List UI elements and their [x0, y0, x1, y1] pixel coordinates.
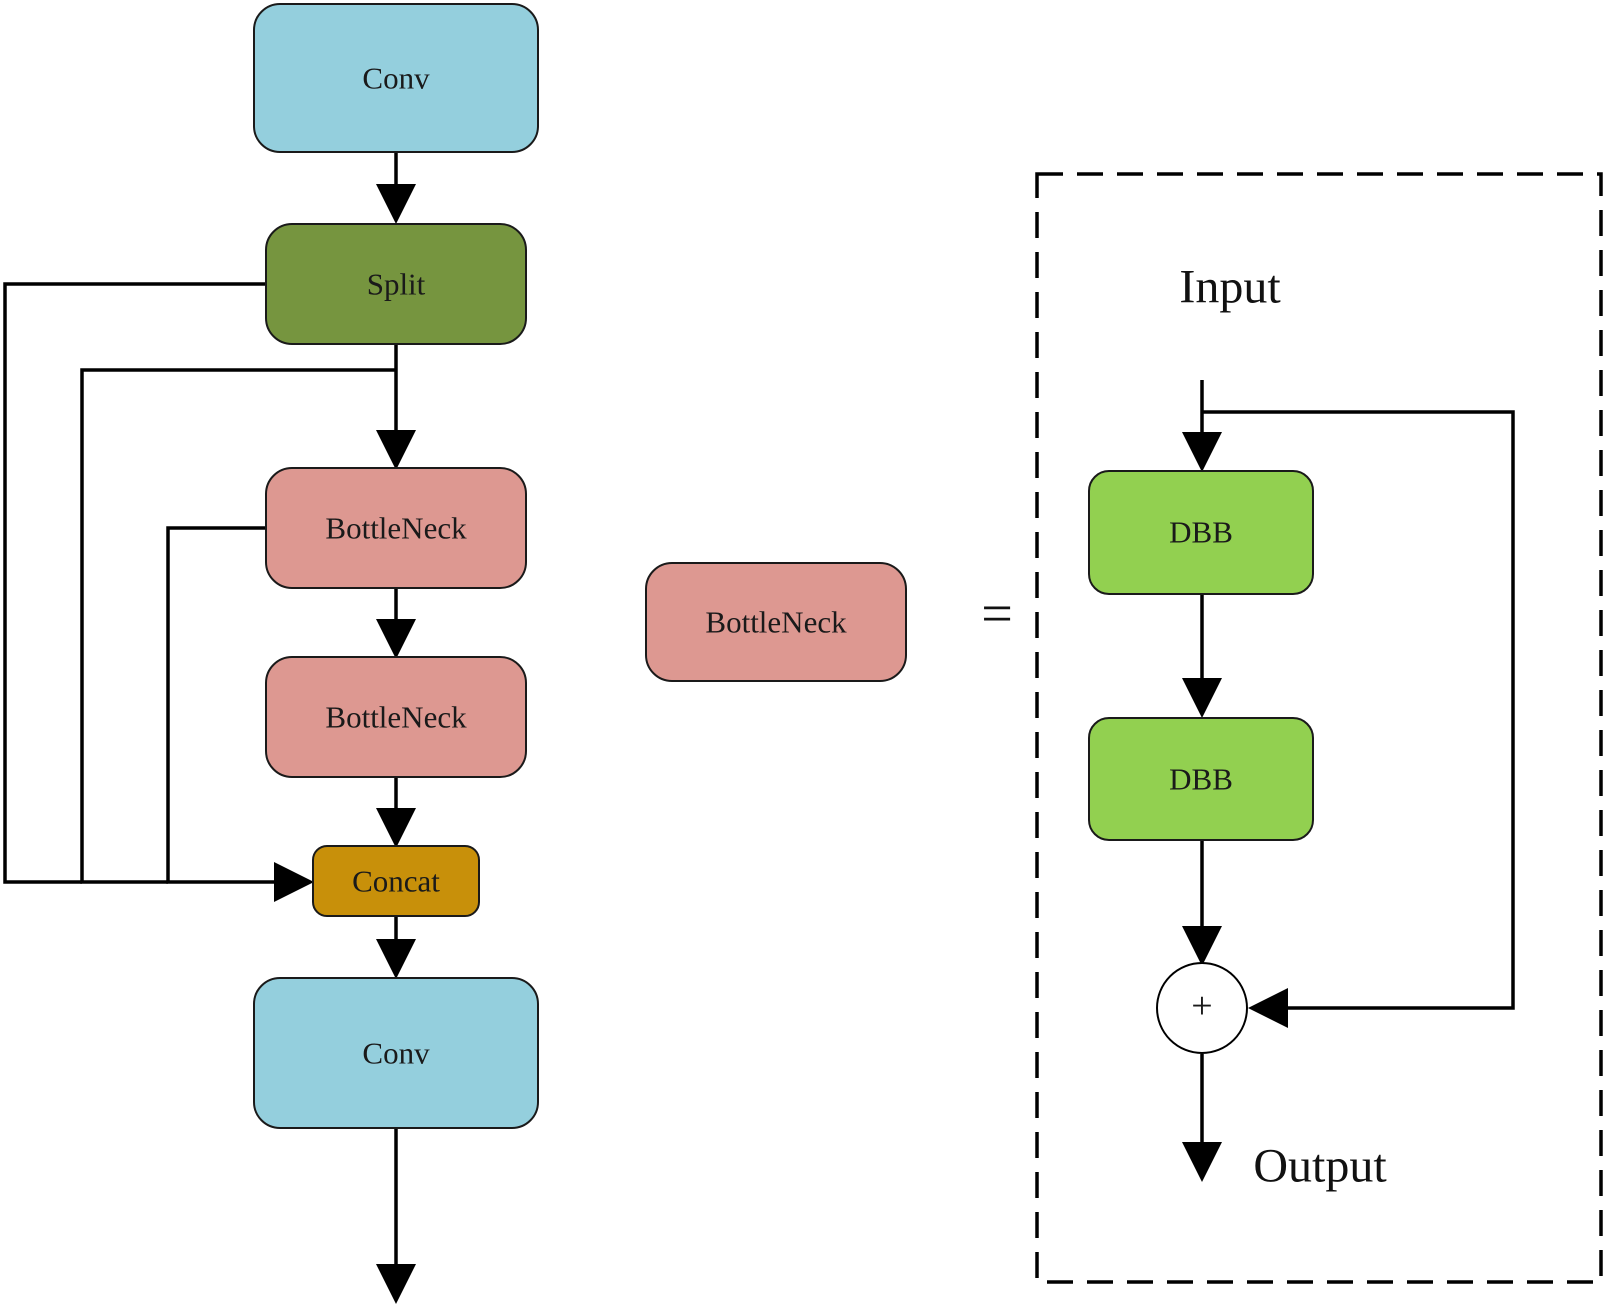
- split-block: Split: [265, 223, 527, 345]
- conv-block-top: Conv: [253, 3, 539, 153]
- dbb-block-2-box: [1088, 717, 1314, 841]
- split-block-box: [265, 223, 527, 345]
- conv-block-bottom-box: [253, 977, 539, 1129]
- split-block-label: Split: [367, 267, 426, 302]
- bottleneck-block-1: BottleNeck: [265, 467, 527, 589]
- edge-split-bypass-outer: [3, 282, 266, 884]
- bottleneck-detail-frame: [1035, 172, 1603, 1284]
- conv-block-top-box: [253, 3, 539, 153]
- dbb-block-1-box: [1088, 470, 1314, 595]
- edge-residual-shortcut: [1202, 410, 1515, 1028]
- bottleneck-block-2-label: BottleNeck: [325, 700, 467, 735]
- bottleneck-legend-label: BottleNeck: [705, 605, 847, 640]
- sum-node-symbol: +: [1191, 985, 1212, 1027]
- input-label: Input: [1179, 261, 1281, 314]
- conv-block-bottom-label: Conv: [362, 1036, 430, 1071]
- dbb-block-2: DBB: [1088, 717, 1314, 841]
- concat-block-label: Concat: [352, 864, 440, 899]
- conv-block-top-label: Conv: [362, 61, 430, 96]
- dbb-block-2-label: DBB: [1169, 762, 1233, 797]
- bottleneck-block-1-label: BottleNeck: [325, 511, 467, 546]
- sum-node: +: [1156, 962, 1248, 1054]
- edge-split-bypass-middle: [80, 368, 396, 884]
- bottleneck-block-1-box: [265, 467, 527, 589]
- bottleneck-legend-box: [645, 562, 907, 682]
- dbb-block-1: DBB: [1088, 470, 1314, 595]
- equals-sign: =: [981, 583, 1013, 645]
- conv-block-bottom: Conv: [253, 977, 539, 1129]
- sum-node-circle: [1156, 962, 1248, 1054]
- output-label: Output: [1253, 1140, 1387, 1193]
- edge-bottleneck-1-bypass: [166, 526, 314, 902]
- dbb-block-1-label: DBB: [1169, 515, 1233, 550]
- concat-block: Concat: [312, 845, 480, 917]
- bottleneck-block-2-box: [265, 656, 527, 778]
- bottleneck-block-2: BottleNeck: [265, 656, 527, 778]
- concat-block-box: [312, 845, 480, 917]
- bottleneck-legend-block: BottleNeck: [645, 562, 907, 682]
